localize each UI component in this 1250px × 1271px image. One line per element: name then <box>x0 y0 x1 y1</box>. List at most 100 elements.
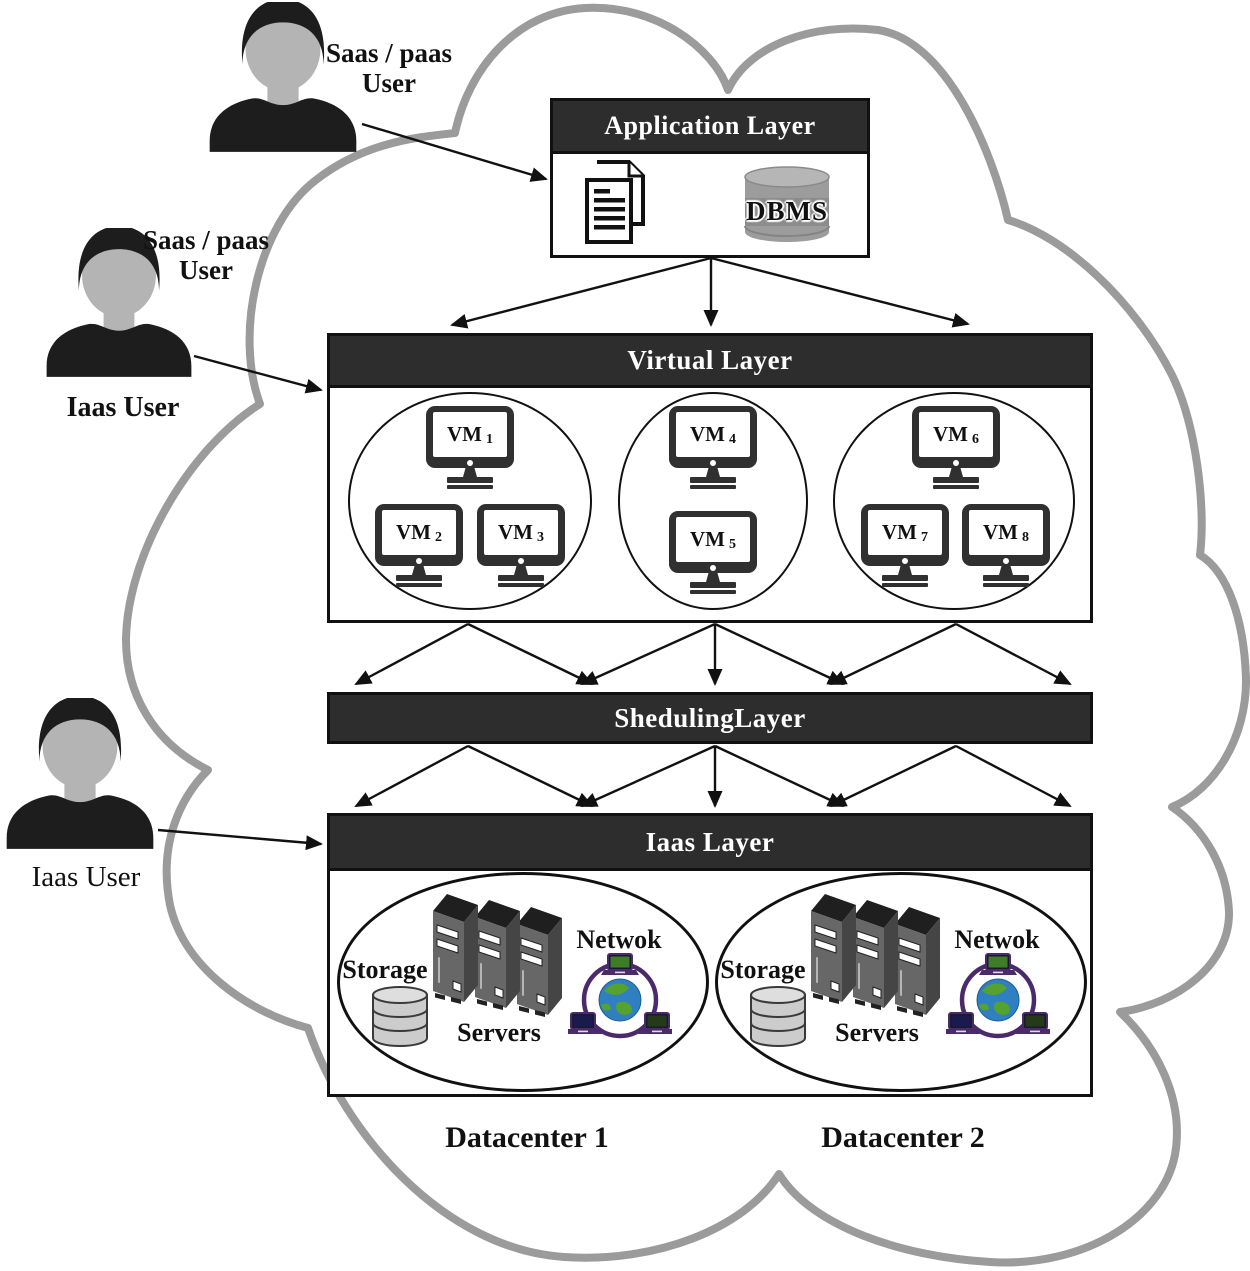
arrow-user1-to-application <box>361 122 548 182</box>
arrow-virtual-to-sched-5 <box>714 622 845 686</box>
laptop-icon <box>1016 1012 1050 1034</box>
application-layer-title: Application Layer <box>604 111 816 140</box>
scheduling-layer-bar: ShedulingLayer <box>327 692 1093 744</box>
server-tower <box>475 900 520 1010</box>
monitor-stand-foot <box>690 485 736 489</box>
monitor-stand-foot <box>498 583 544 587</box>
laptop-icon <box>946 1012 980 1034</box>
datacenter2-ellipse <box>715 872 1087 1092</box>
vm-group3-ellipse <box>833 392 1075 610</box>
dbms-label: DBMS <box>745 196 828 226</box>
vm-label-subscript: 6 <box>972 431 979 447</box>
laptop-icon <box>638 1012 672 1034</box>
arrow-virtual-to-sched-3 <box>580 622 716 686</box>
monitor-stand-base <box>498 575 544 581</box>
dc1-servers-label: Servers <box>457 1018 541 1047</box>
vm-label: VM <box>882 520 917 544</box>
user1-label-line1: Saas / paas <box>325 38 453 68</box>
arrow-virtual-to-sched-6 <box>829 622 957 686</box>
vm-label: VM <box>396 520 431 544</box>
laptop-icon <box>568 1012 602 1034</box>
monitor-stand-base <box>983 575 1029 581</box>
monitor-stand-neck <box>514 566 528 575</box>
server-tower <box>853 900 898 1010</box>
vm-label: VM <box>447 422 482 446</box>
vm-label: VM <box>690 527 725 551</box>
monitor-stand-neck <box>898 566 912 575</box>
user3-label: Iaas User <box>31 861 141 893</box>
monitor-stand-foot <box>690 590 736 594</box>
monitor-stand-foot <box>933 485 979 489</box>
dc2-storage-label: Storage <box>720 955 806 984</box>
flow-arrows <box>157 122 1072 851</box>
dbms-database-icon <box>744 166 830 242</box>
user2-person-icon <box>46 228 192 377</box>
dc1-network-icon <box>568 953 672 1039</box>
dc1-network-label: Netwok <box>576 925 662 954</box>
dc2-servers-icon <box>811 894 940 1017</box>
vm-label-subscript: 7 <box>921 529 928 545</box>
monitor-stand-base <box>396 575 442 581</box>
dc2-network-label: Netwok <box>954 925 1040 954</box>
arrow-virtual-to-sched-1 <box>354 622 469 686</box>
vm-group1-ellipse <box>348 392 592 610</box>
vm-label-subscript: 3 <box>537 529 544 545</box>
monitor-stand-foot <box>396 583 442 587</box>
monitor-stand-base <box>882 575 928 581</box>
arrow-app-to-virtual-left <box>450 256 712 329</box>
vm-label-subscript: 1 <box>486 431 493 447</box>
monitor-stand-foot <box>447 485 493 489</box>
monitor-stand-neck <box>463 468 477 477</box>
datacenter1-ellipse <box>337 872 709 1092</box>
monitor-stand-base <box>447 477 493 483</box>
user2-label: Saas / paas User <box>131 225 281 285</box>
laptop-icon <box>601 953 639 975</box>
dc2-servers-label: Servers <box>835 1018 919 1047</box>
monitor-stand-neck <box>999 566 1013 575</box>
monitor-stand-foot <box>983 583 1029 587</box>
server-tower <box>895 907 940 1017</box>
arrow-sched-to-iaas-3 <box>580 744 716 808</box>
datacenter1-label: Datacenter 1 <box>445 1121 609 1154</box>
monitor-power-dot <box>710 459 716 466</box>
monitor-power-dot <box>467 459 473 466</box>
datacenter2-label: Datacenter 2 <box>821 1121 985 1154</box>
user2-label-line1: Saas / paas <box>142 225 270 255</box>
documents-icon <box>585 160 645 244</box>
monitor-stand-neck <box>706 468 720 477</box>
dc1-storage-icon <box>372 986 428 1047</box>
arrow-sched-to-iaas-2 <box>467 744 594 808</box>
vm-label: VM <box>498 520 533 544</box>
vm-group2-ellipse <box>618 392 808 610</box>
user1-label: Saas / paas User <box>314 38 464 98</box>
user1-person-icon <box>209 2 357 152</box>
monitor-power-dot <box>902 557 908 564</box>
monitor-stand-neck <box>706 573 720 582</box>
monitor-stand-base <box>933 477 979 483</box>
dc1-storage-label: Storage <box>342 955 428 984</box>
monitor-power-dot <box>953 459 959 466</box>
arrow-sched-to-iaas-6 <box>829 744 957 808</box>
arrow-app-to-virtual-right <box>710 256 970 328</box>
laptop-icon <box>979 953 1017 975</box>
iaas-layer-header: Iaas Layer <box>330 816 1090 871</box>
dc2-network-icon <box>946 953 1050 1039</box>
vm-label: VM <box>690 422 725 446</box>
monitor-stand-base <box>690 582 736 588</box>
